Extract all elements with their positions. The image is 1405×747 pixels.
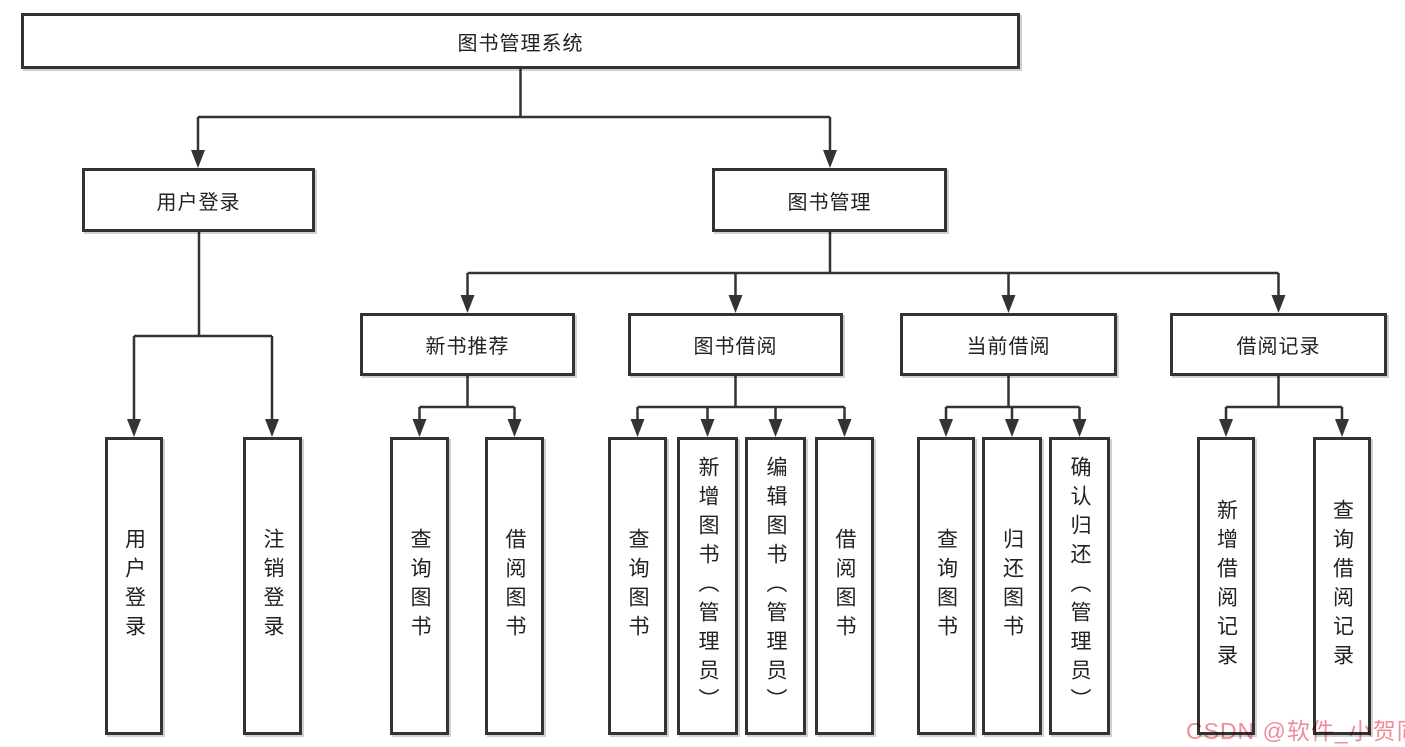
node-book-borrow: 图书借阅 xyxy=(628,313,843,376)
node-borrow-record: 借阅记录 xyxy=(1170,313,1387,376)
leaf-borrow-query-label: 查询图书 xyxy=(626,528,649,644)
leaf-borrow-book-label: 借阅图书 xyxy=(833,528,856,644)
node-user-login: 用户登录 xyxy=(82,168,315,232)
leaf-newbook-query-label: 查询图书 xyxy=(408,528,431,644)
node-root-label: 图书管理系统 xyxy=(457,32,584,55)
node-user-login-label: 用户登录 xyxy=(156,191,241,214)
node-root-system: 图书管理系统 xyxy=(21,13,1020,69)
leaf-logout-label: 注销登录 xyxy=(261,528,284,644)
node-book-borrow-label: 图书借阅 xyxy=(693,336,778,358)
leaf-borrow-add-admin: 新增图书（管理员） xyxy=(677,437,738,735)
node-new-book-recommend-label: 新书推荐 xyxy=(425,336,510,358)
leaf-newbook-borrow: 借阅图书 xyxy=(485,437,544,735)
leaf-borrow-query: 查询图书 xyxy=(608,437,667,735)
leaf-borrow-edit-admin: 编辑图书（管理员） xyxy=(745,437,806,735)
leaf-return-book: 归还图书 xyxy=(982,437,1042,735)
leaf-current-query-label: 查询图书 xyxy=(934,528,958,644)
leaf-borrow-book: 借阅图书 xyxy=(815,437,874,735)
leaf-newbook-query: 查询图书 xyxy=(390,437,449,735)
leaf-record-add-label: 新增借阅记录 xyxy=(1214,499,1238,673)
leaf-confirm-return-admin: 确认归还（管理员） xyxy=(1049,437,1110,735)
node-new-book-recommend: 新书推荐 xyxy=(360,313,575,376)
leaf-user-login: 用户登录 xyxy=(105,437,163,735)
node-borrow-record-label: 借阅记录 xyxy=(1236,336,1321,358)
node-book-management: 图书管理 xyxy=(712,168,947,232)
leaf-user-login-label: 用户登录 xyxy=(122,528,146,644)
leaf-borrow-add-admin-label: 新增图书（管理员） xyxy=(696,455,719,717)
leaf-borrow-edit-admin-label: 编辑图书（管理员） xyxy=(764,455,787,717)
node-current-borrow-label: 当前借阅 xyxy=(966,336,1051,358)
node-current-borrow: 当前借阅 xyxy=(900,313,1117,376)
leaf-logout: 注销登录 xyxy=(243,437,302,735)
leaf-newbook-borrow-label: 借阅图书 xyxy=(503,528,526,644)
node-book-management-label: 图书管理 xyxy=(787,191,872,214)
leaf-current-query: 查询图书 xyxy=(917,437,975,735)
csdn-watermark: CSDN @软件_小贺同学 xyxy=(1186,718,1405,744)
leaf-return-book-label: 归还图书 xyxy=(1000,528,1024,644)
leaf-record-query: 查询借阅记录 xyxy=(1313,437,1371,735)
leaf-confirm-return-admin-label: 确认归还（管理员） xyxy=(1068,455,1091,717)
leaf-record-add: 新增借阅记录 xyxy=(1197,437,1255,735)
leaf-record-query-label: 查询借阅记录 xyxy=(1330,499,1354,673)
